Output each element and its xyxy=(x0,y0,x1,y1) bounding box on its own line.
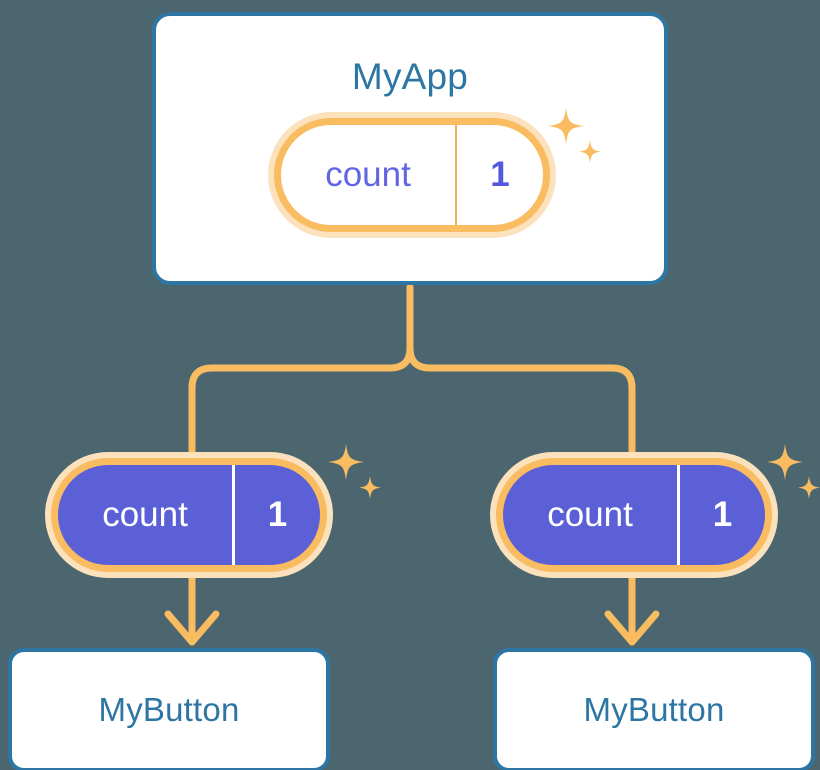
arrow-down-left-head xyxy=(164,610,220,646)
signal-pill-ring: count 1 xyxy=(496,458,772,572)
connector-branch-right xyxy=(406,344,636,456)
signal-name: count xyxy=(547,495,633,534)
signal-pill-body: count 1 xyxy=(281,125,543,225)
app-card-title: MyApp xyxy=(351,56,469,97)
signal-name: count xyxy=(102,495,188,534)
arrow-down-right-head xyxy=(604,610,660,646)
signal-pill-body: count 1 xyxy=(58,465,320,565)
signal-name: count xyxy=(325,155,411,194)
button-card-title: MyButton xyxy=(583,691,725,728)
signal-pill-right: count 1 xyxy=(490,452,778,578)
button-card-right: MyButton xyxy=(493,648,815,770)
button-card-title: MyButton xyxy=(98,691,240,728)
signal-pill-ring: count 1 xyxy=(274,118,550,232)
signal-pill-ring: count 1 xyxy=(51,458,327,572)
signal-value: 1 xyxy=(455,125,543,225)
signal-value: 1 xyxy=(232,465,320,565)
signal-pill-left: count 1 xyxy=(45,452,333,578)
button-card-left: MyButton xyxy=(8,648,330,770)
signal-pill-body: count 1 xyxy=(503,465,765,565)
signal-value: 1 xyxy=(677,465,765,565)
connector-trunk-split xyxy=(188,283,414,456)
signal-pill-app: count 1 xyxy=(268,112,556,238)
